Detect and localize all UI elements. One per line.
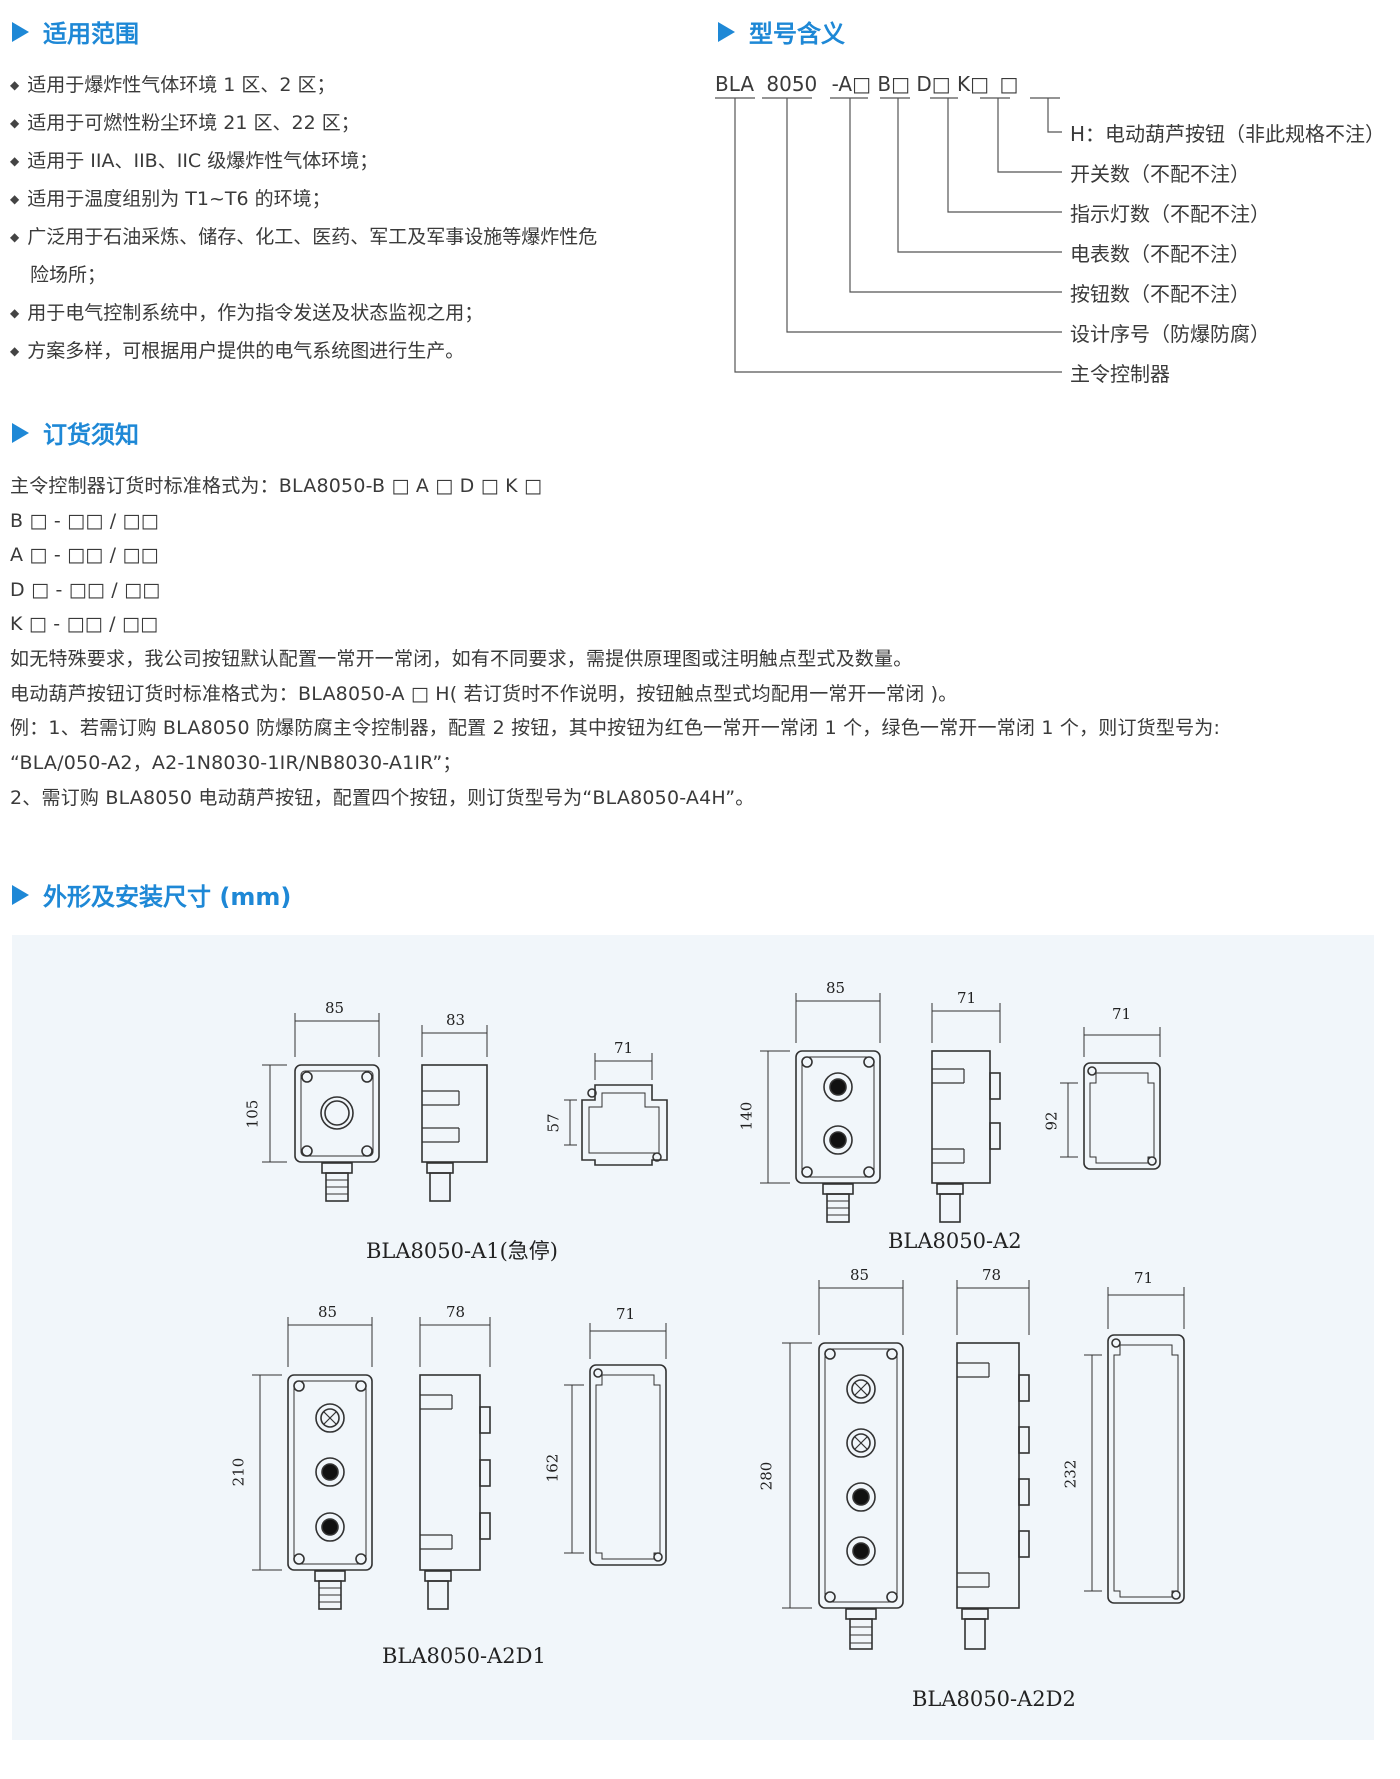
triangle-icon (12, 21, 29, 42)
caption-a2d2: BLA8050-A2D2 (912, 1687, 1076, 1711)
dimension-drawings (252, 993, 1185, 1650)
section-title-scope: 适用范围 (12, 14, 139, 49)
list-item: ◆方案多样，可根据用户提供的电气系统图进行生产。 (10, 340, 465, 362)
section-title-order: 订货须知 (12, 415, 139, 450)
dim-a1-mount-width: 71 (614, 1039, 634, 1057)
dim-a2d2-width: 85 (850, 1266, 870, 1284)
dim-a2-mount-height: 92 (1042, 1111, 1061, 1131)
triangle-icon (718, 21, 735, 42)
list-item: ◆适用于 IIA、IIB、IIC 级爆炸性气体环境； (10, 150, 379, 172)
model-code: BLA 8050 -A□ B□ D□ K□ □ (715, 72, 1019, 96)
list-item: ◆用于电气控制系统中，作为指令发送及状态监视之用； (10, 302, 484, 324)
drawing-a2d2-side (956, 1280, 1030, 1650)
triangle-icon (12, 422, 29, 443)
dim-a2d2-depth: 78 (982, 1266, 1002, 1284)
list-item: ◆适用于可燃性粉尘环境 21 区、22 区； (10, 112, 360, 134)
dim-a2-depth: 71 (957, 989, 977, 1007)
dim-a2d1-mount-height: 162 (543, 1453, 562, 1483)
order-line: K □ - □□ / □□ (10, 613, 159, 635)
drawing-a1-front (262, 1013, 380, 1202)
order-line: B □ - □□ / □□ (10, 510, 159, 532)
order-line: 电动葫芦按钮订货时标准格式为：BLA8050-A □ H( 若订货时不作说明，按… (10, 683, 958, 705)
dim-a2-height: 140 (737, 1101, 756, 1131)
bullet-icon: ◆ (10, 306, 20, 320)
dim-a2d1-width: 85 (318, 1303, 338, 1321)
drawing-a2d2-front (782, 1280, 904, 1650)
drawing-a2d1-front (252, 1317, 373, 1610)
dim-a2-width: 85 (826, 979, 846, 997)
drawing-a2-mount (1060, 1027, 1161, 1170)
order-line: 主令控制器订货时标准格式为：BLA8050-B □ A □ D □ K □ (10, 475, 543, 497)
dim-a1-mount-height: 57 (544, 1113, 563, 1133)
list-item: ◆适用于温度组别为 T1~T6 的环境； (10, 188, 331, 210)
triangle-icon (12, 884, 29, 905)
drawing-a2-front (760, 993, 881, 1223)
order-line: A □ - □□ / □□ (10, 544, 159, 566)
dim-a2d1-depth: 78 (446, 1303, 466, 1321)
caption-a1: BLA8050-A1(急停) (366, 1239, 558, 1263)
dimension-drawings-panel: 85 105 83 71 57 BLA8050-A1(急停) 85 140 71… (12, 935, 1374, 1740)
order-line: “BLA/050-A2，A2-1N8030-1IR/NB8030-A1IR”； (10, 752, 462, 774)
model-label: 开关数（不配不注） (1070, 162, 1250, 186)
dim-a2d1-mount-width: 71 (616, 1305, 636, 1323)
drawing-a2d1-mount (564, 1323, 667, 1566)
list-item-continued: 险场所； (30, 264, 107, 286)
drawing-a1-side (421, 1025, 488, 1202)
bullet-icon: ◆ (10, 78, 20, 92)
model-label: 指示灯数（不配不注） (1070, 202, 1270, 226)
caption-a2: BLA8050-A2 (888, 1229, 1022, 1253)
model-label: 按钮数（不配不注） (1070, 282, 1250, 306)
order-line: 2、需订购 BLA8050 电动葫芦按钮，配置四个按钮，则订货型号为“BLA80… (10, 787, 755, 809)
list-item: ◆适用于爆炸性气体环境 1 区、2 区； (10, 74, 336, 96)
order-line: D □ - □□ / □□ (10, 579, 161, 601)
order-line: 例：1、若需订购 BLA8050 防爆防腐主令控制器，配置 2 按钮，其中按钮为… (10, 717, 1221, 739)
dim-a1-width: 85 (325, 999, 345, 1017)
model-label: 电表数（不配不注） (1070, 242, 1250, 266)
dim-a1-depth: 83 (446, 1011, 466, 1029)
bullet-icon: ◆ (10, 116, 20, 130)
order-line: 如无特殊要求，我公司按钮默认配置一常开一常闭，如有不同要求，需提供原理图或注明触… (10, 648, 913, 670)
dim-a2d2-mount-height: 232 (1061, 1459, 1080, 1489)
dim-a2-mount-width: 71 (1112, 1005, 1132, 1023)
bullet-icon: ◆ (10, 230, 20, 244)
drawing-a2-side (931, 1003, 1001, 1223)
bullet-icon: ◆ (10, 192, 20, 206)
bullet-icon: ◆ (10, 344, 20, 358)
dim-a2d2-mount-width: 71 (1134, 1269, 1154, 1287)
drawing-a2d1-side (419, 1317, 491, 1610)
model-label: 设计序号（防爆防腐） (1070, 322, 1270, 346)
list-item: ◆广泛用于石油采炼、储存、化工、医药、军工及军事设施等爆炸性危 (10, 226, 598, 248)
section-title-model: 型号含义 (718, 14, 845, 49)
model-label: H：电动葫芦按钮（非此规格不注） (1070, 122, 1386, 146)
dim-a2d2-height: 280 (757, 1461, 776, 1491)
drawing-a2d2-mount (1084, 1287, 1185, 1604)
drawing-a1-mount (564, 1053, 668, 1166)
model-code-leader-lines (715, 97, 1062, 373)
model-label: 主令控制器 (1070, 362, 1170, 386)
dim-a1-height: 105 (243, 1099, 262, 1129)
dim-a2d1-height: 210 (229, 1457, 248, 1487)
bullet-icon: ◆ (10, 154, 20, 168)
caption-a2d1: BLA8050-A2D1 (382, 1644, 546, 1668)
section-title-dimensions: 外形及安装尺寸 (mm) (12, 877, 291, 912)
